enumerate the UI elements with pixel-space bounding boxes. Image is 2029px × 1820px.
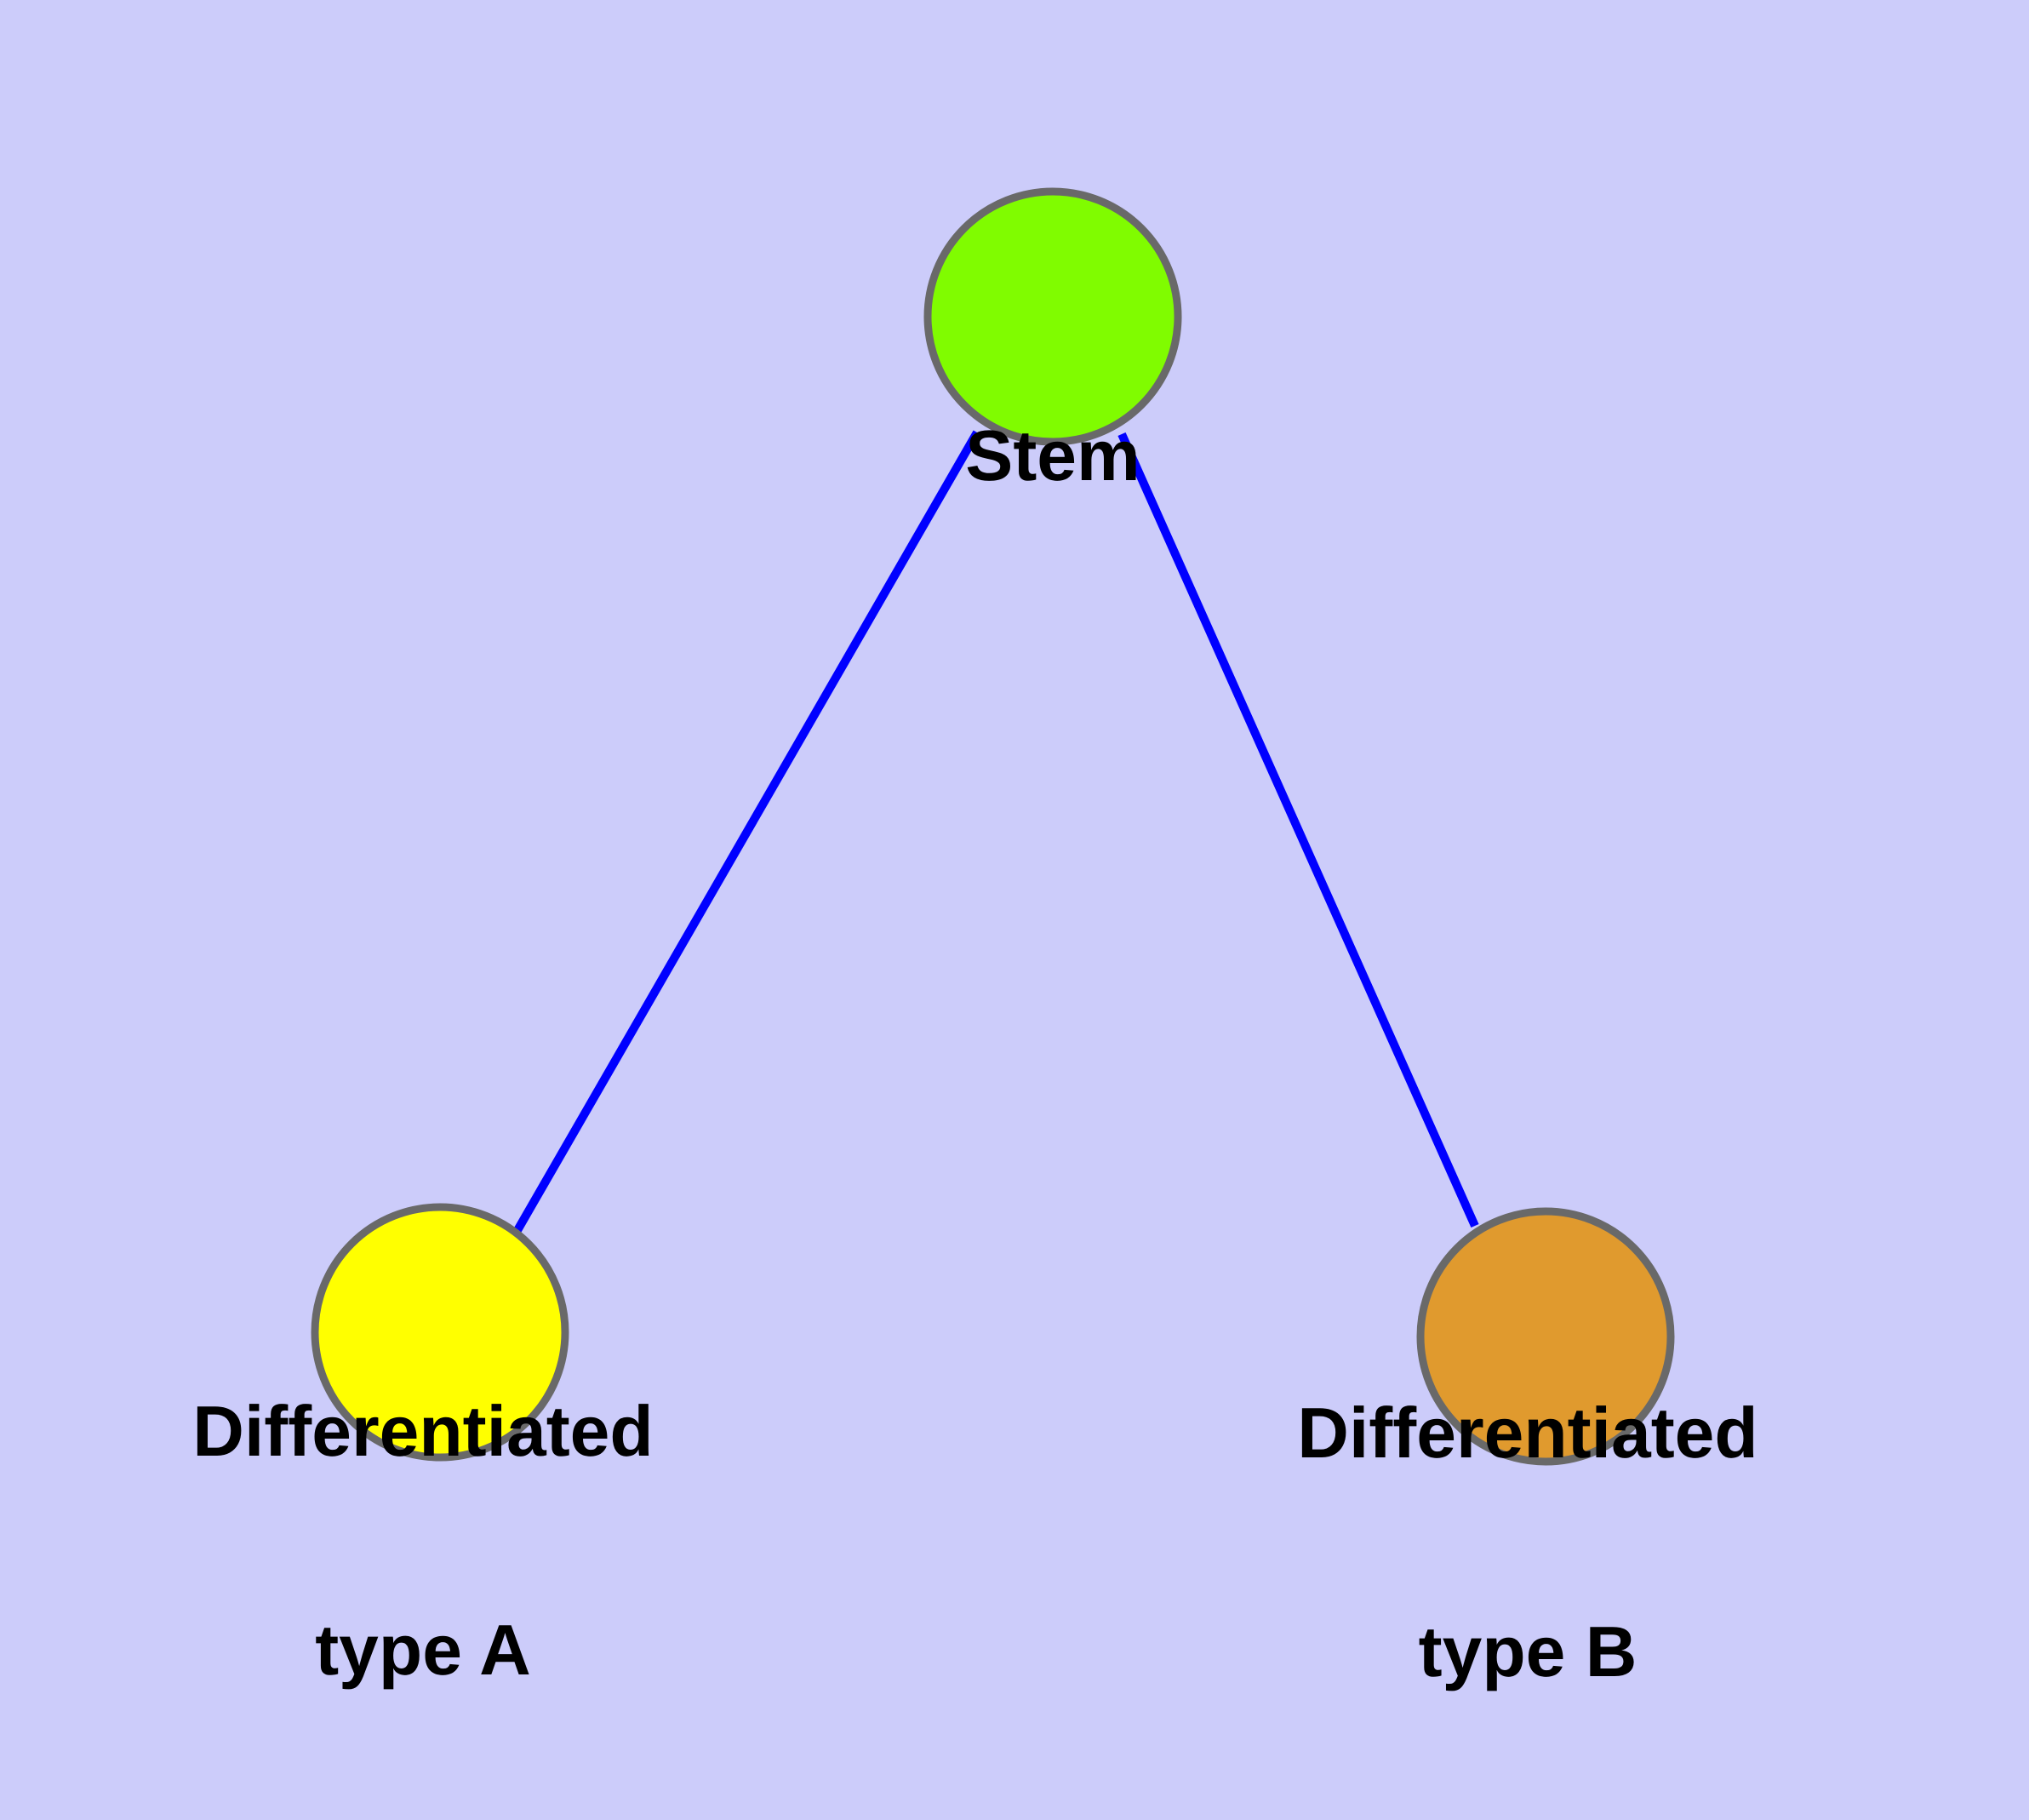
node-differentiated-type-a[interactable] bbox=[311, 1203, 569, 1462]
edge-stem-to-differentiated-a[interactable] bbox=[512, 430, 981, 1234]
node-differentiated-type-b[interactable] bbox=[1416, 1207, 1675, 1466]
node-stem[interactable] bbox=[923, 187, 1182, 446]
edges-group bbox=[512, 430, 1479, 1234]
nodes-group bbox=[311, 187, 1675, 1466]
edge-stem-to-differentiated-b[interactable] bbox=[1117, 432, 1479, 1228]
